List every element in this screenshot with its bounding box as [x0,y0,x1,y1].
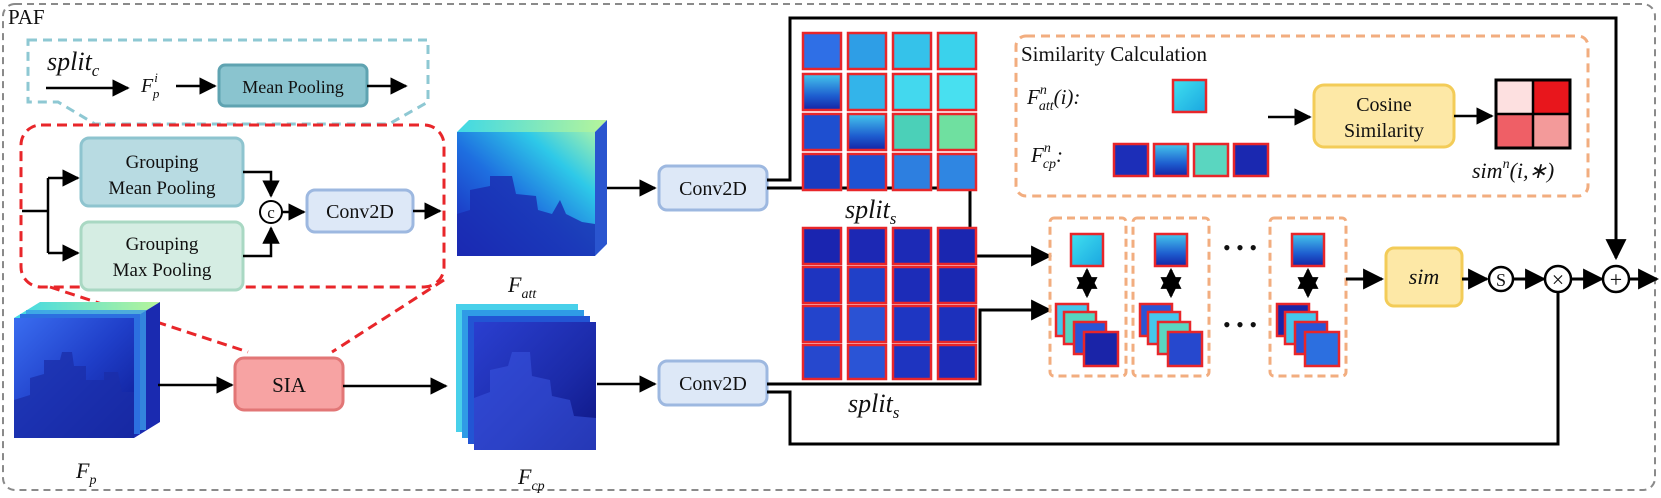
split-s-bottom-label: splits [848,389,900,422]
dots-bottom: • • • [1223,312,1257,337]
sia-conv2d-label: Conv2D [326,201,394,223]
pair2-att-patch [1153,232,1189,268]
pair-group-3 [1268,216,1348,378]
pair1-cp-patch-d [1082,330,1120,368]
conv-top-up-line [767,16,1627,261]
mean-to-concat [243,170,280,198]
grouping-mean-line2: Mean Pooling [108,178,216,199]
cosine-line1: Cosine [1356,94,1412,116]
zoom-line-right [331,278,445,354]
grouping-mean-line1: Grouping [126,152,199,173]
fp-feature-stack [14,302,160,438]
pair3-cp-patch-d [1303,330,1341,368]
split-s-bottom-grid [801,226,978,381]
split-s-top-label: splits [845,195,897,228]
cp-patches [1112,142,1270,178]
pair-group-2 [1131,216,1211,378]
split-s-top-grid [801,31,978,192]
grouping-max-line1: Grouping [126,234,199,255]
pair-group-1 [1048,216,1128,378]
fcp-label: Fcp [517,464,545,494]
split-c-label: splitc [47,47,100,80]
att-patch [1171,78,1208,114]
similarity-title: Similarity Calculation [1021,42,1208,66]
sia-label: SIA [272,373,307,397]
add-symbol: + [1610,267,1622,292]
pair2-cp-patch-d [1166,330,1204,368]
similarity-matrix [1494,78,1572,150]
paf-frame [2,3,1656,491]
concat-symbol: c [267,203,275,222]
fatt-label: Fatt [507,272,537,302]
sia-box [233,356,345,412]
softmax-symbol: S [1496,270,1506,290]
cosine-line2: Similarity [1344,120,1424,142]
sim-label: sim [1409,264,1440,289]
pair1-att-patch [1069,232,1105,268]
pair3-att-patch [1290,232,1326,268]
paf-label: PAF [8,5,45,29]
fcp-feature-stack [456,304,596,450]
conv-bottom-bypass [767,267,1569,446]
fp-label: Fp [75,458,96,488]
fatt-feature-cube [457,120,607,256]
similarity-frame [1014,34,1590,198]
conv2d-bottom-label: Conv2D [679,373,747,395]
mean-pooling-label: Mean Pooling [242,77,344,97]
max-to-concat [243,226,280,258]
conv2d-top-label: Conv2D [679,178,747,200]
grouping-max-line2: Max Pooling [113,260,212,281]
sim-box [1384,246,1464,308]
sim-n-label: simn(i,∗) [1472,157,1554,183]
conv-bottom-to-pairs [767,299,1053,386]
dots-top: • • • [1223,235,1257,260]
multiply-symbol: × [1552,267,1564,292]
